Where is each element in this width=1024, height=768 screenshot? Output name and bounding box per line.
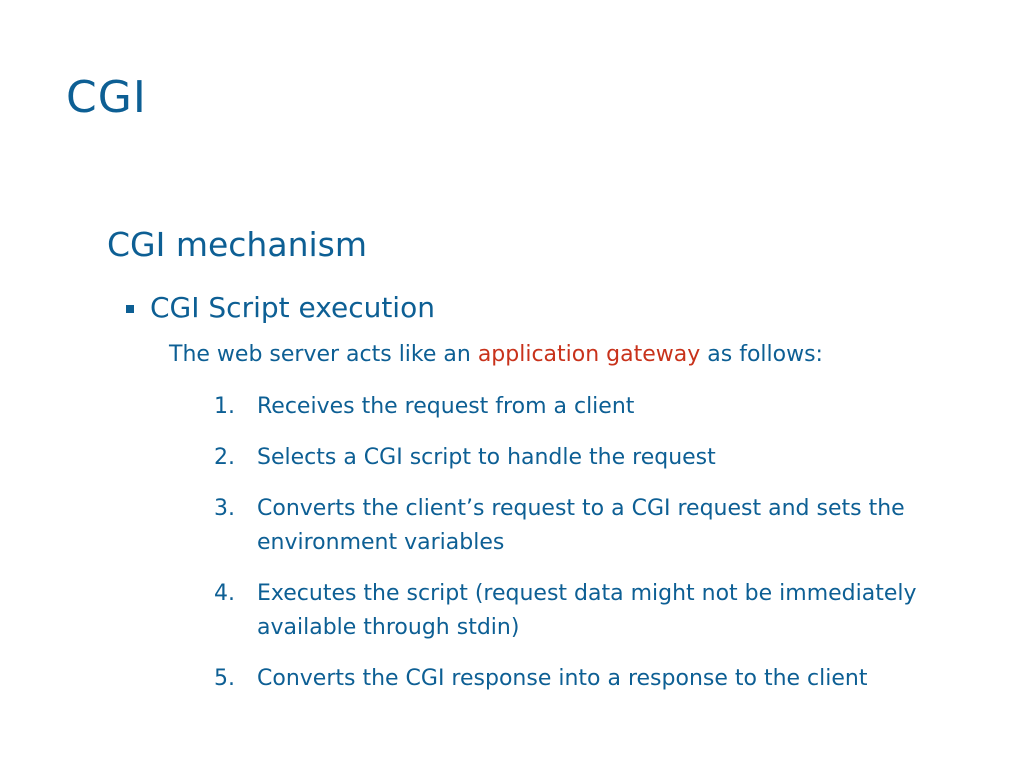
step-item: 4. Executes the script (request data mig… xyxy=(214,577,1004,645)
step-number: 5. xyxy=(214,666,235,691)
bullet-item: CGI Script execution xyxy=(126,290,435,326)
step-text: Converts the client’s request to a CGI r… xyxy=(257,496,905,555)
step-number: 4. xyxy=(214,581,235,606)
intro-highlight: application gateway xyxy=(477,342,701,367)
intro-text-after: as follows: xyxy=(700,342,823,367)
step-item: 2. Selects a CGI script to handle the re… xyxy=(214,441,1004,475)
bullet-label: CGI Script execution xyxy=(150,291,435,324)
slide-title: CGI xyxy=(66,72,147,123)
step-item: 1. Receives the request from a client xyxy=(214,390,1004,424)
step-number: 2. xyxy=(214,445,235,470)
intro-text: The web server acts like an application … xyxy=(169,340,823,370)
step-text: Receives the request from a client xyxy=(257,394,635,419)
step-number: 1. xyxy=(214,394,235,419)
square-bullet-icon xyxy=(126,305,134,313)
step-text: Converts the CGI response into a respons… xyxy=(257,666,868,691)
intro-text-before: The web server acts like an xyxy=(169,342,478,367)
steps-list: 1. Receives the request from a client 2.… xyxy=(214,390,1004,713)
step-item: 5. Converts the CGI response into a resp… xyxy=(214,662,1004,696)
section-heading: CGI mechanism xyxy=(107,225,367,264)
step-text: Executes the script (request data might … xyxy=(257,581,917,640)
step-item: 3. Converts the client’s request to a CG… xyxy=(214,492,1004,560)
step-number: 3. xyxy=(214,496,235,521)
step-text: Selects a CGI script to handle the reque… xyxy=(257,445,716,470)
